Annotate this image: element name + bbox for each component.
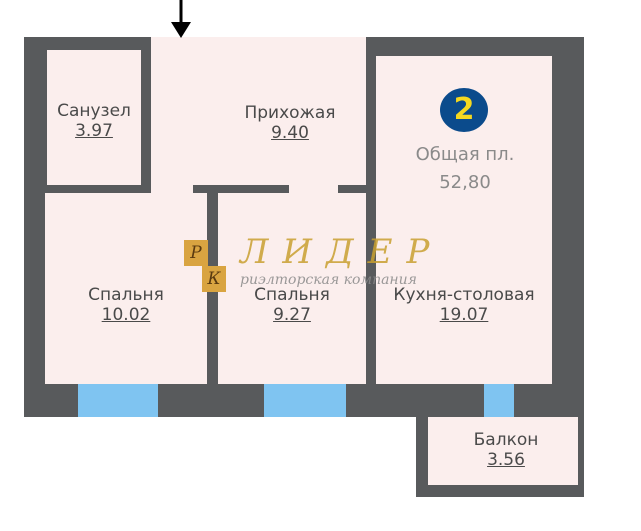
wall-bathroom-bottom xyxy=(45,185,151,193)
kitchen-name: Кухня-столовая xyxy=(393,285,535,305)
total-area-label: Общая пл. xyxy=(415,144,515,165)
logo-tagline: риэлторская компания xyxy=(240,272,417,288)
bedroom-1-area: 10.02 xyxy=(101,305,151,325)
total-area-value: 52,80 xyxy=(439,172,491,193)
balcony-area: 3.56 xyxy=(487,450,525,470)
hallway-area: 9.40 xyxy=(271,123,309,143)
wall-kitchen-door-top xyxy=(366,56,376,124)
label-hallway: Прихожая 9.40 xyxy=(222,103,358,143)
window-kitchen xyxy=(484,384,514,417)
logo-letter-bottom: К xyxy=(202,266,226,292)
room-bathroom xyxy=(47,50,141,185)
label-bathroom: Санузел 3.97 xyxy=(50,101,138,141)
room-balcony xyxy=(428,417,578,485)
entrance-arrow-icon xyxy=(171,0,191,38)
room-bedroom-1 xyxy=(45,193,207,384)
bathroom-area: 3.97 xyxy=(75,121,113,141)
label-kitchen: Кухня-столовая 19.07 xyxy=(382,285,546,325)
hallway-name: Прихожая xyxy=(244,103,336,123)
bedroom-1-name: Спальня xyxy=(88,285,164,305)
bedroom-2-area: 9.27 xyxy=(273,305,311,325)
kitchen-area: 19.07 xyxy=(439,305,489,325)
wall-kitchen-door-bottom xyxy=(366,168,376,384)
window-bedroom-2 xyxy=(264,384,346,417)
balcony-name: Балкон xyxy=(473,430,539,450)
logo-name: ЛИДЕР xyxy=(240,232,444,272)
window-bedroom-1 xyxy=(78,384,158,417)
wall-bathroom-door-top xyxy=(141,50,151,106)
bathroom-name: Санузел xyxy=(57,101,131,121)
room-hallway xyxy=(151,37,366,185)
apartment-number-badge: 2 xyxy=(440,88,488,132)
logo-letter-top: Р xyxy=(184,240,208,266)
label-bedroom-1: Спальня 10.02 xyxy=(66,285,186,325)
wall-bathroom-door-bottom xyxy=(141,132,151,185)
wall-hall-partition-left xyxy=(193,185,289,193)
bedroom-2-name: Спальня xyxy=(254,285,330,305)
wall-hall-partition-right xyxy=(338,185,366,193)
room-hallway-upper xyxy=(151,37,209,57)
label-balcony: Балкон 3.56 xyxy=(446,430,566,470)
room-bedroom-2 xyxy=(218,193,366,384)
label-bedroom-2: Спальня 9.27 xyxy=(232,285,352,325)
